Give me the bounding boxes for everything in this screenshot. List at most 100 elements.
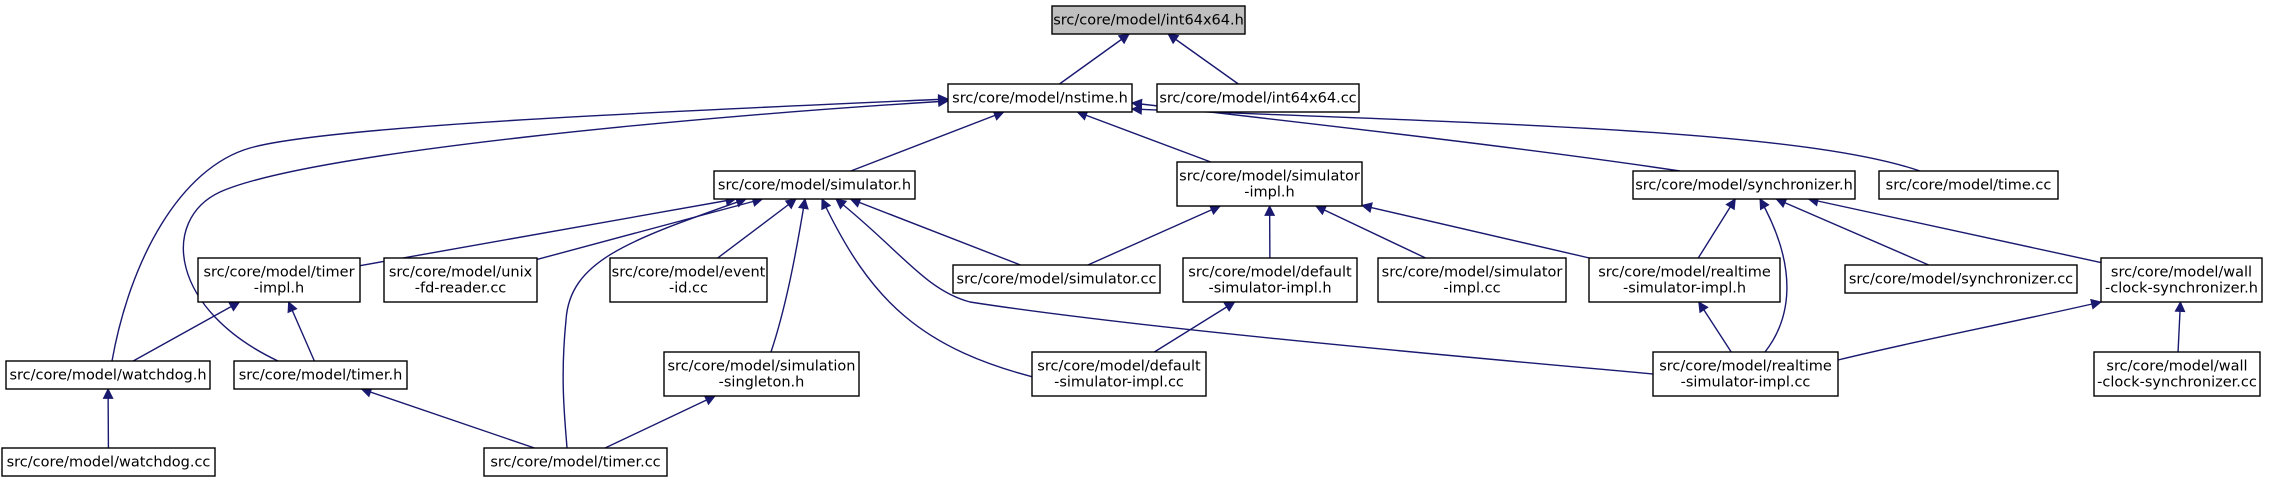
node-box[interactable] <box>609 257 768 303</box>
edge-simulator-impl-h-to-nstime-h <box>1076 110 1212 163</box>
node-realtime-simulator-impl-cc[interactable]: src/core/model/realtime-simulator-impl.c… <box>1652 351 1839 397</box>
edge-simulator-h-to-nstime-h <box>850 110 1005 172</box>
node-default-simulator-impl-cc[interactable]: src/core/model/default-simulator-impl.cc <box>1031 351 1207 397</box>
edge-watchdog-h-to-timer-impl-h <box>132 301 241 362</box>
node-wall-clock-synchronizer-cc[interactable]: src/core/model/wall-clock-synchronizer.c… <box>2093 351 2261 397</box>
edge-simulator-impl-cc-to-simulator-impl-h <box>1314 205 1426 259</box>
node-box[interactable] <box>713 170 916 200</box>
node-box[interactable] <box>1844 264 2078 294</box>
node-nstime-h[interactable]: src/core/model/nstime.h <box>947 83 1133 113</box>
edge-default-simulator-impl-cc-to-default-simulator-impl-h <box>1153 301 1236 353</box>
node-box[interactable] <box>947 83 1133 113</box>
node-realtime-simulator-impl-h[interactable]: src/core/model/realtime-simulator-impl.h <box>1588 257 1781 303</box>
node-label: -singleton.h <box>719 375 805 391</box>
node-box[interactable] <box>2093 351 2261 397</box>
edge-event-id-cc-to-simulator-h <box>717 198 797 259</box>
edges <box>102 33 2186 449</box>
node-box[interactable] <box>1878 170 2059 200</box>
node-box[interactable] <box>1176 161 1363 207</box>
node-box[interactable] <box>663 351 860 397</box>
node-box[interactable] <box>1632 170 1856 200</box>
node-timer-h[interactable]: src/core/model/timer.h <box>233 360 408 390</box>
edge-nstime-h-to-int64x64-h <box>1059 33 1130 85</box>
node-label: -fd-reader.cc <box>415 281 507 297</box>
edge-realtime-simulator-impl-h-to-simulator-impl-h <box>1360 202 1590 259</box>
node-box[interactable] <box>1051 5 1246 35</box>
node-label: -simulator-impl.cc <box>1681 375 1811 391</box>
node-int64x64-cc[interactable]: src/core/model/int64x64.cc <box>1156 83 1360 113</box>
node-label: -id.cc <box>669 281 708 297</box>
edge-unix-fd-reader-cc-to-simulator-h <box>536 196 764 261</box>
node-label: src/core/model/event <box>612 265 766 281</box>
node-box[interactable] <box>2100 257 2263 303</box>
edge-timer-cc-to-simulator-h <box>562 197 748 449</box>
node-simulator-h[interactable]: src/core/model/simulator.h <box>713 170 916 200</box>
node-label: -simulator-impl.cc <box>1054 375 1184 391</box>
node-label: src/core/model/nstime.h <box>952 91 1128 107</box>
node-timer-cc[interactable]: src/core/model/timer.cc <box>483 447 668 477</box>
node-watchdog-cc[interactable]: src/core/model/watchdog.cc <box>1 447 216 477</box>
node-box[interactable] <box>952 264 1161 294</box>
edge-simulator-cc-to-simulator-h <box>849 197 1021 266</box>
node-label: src/core/model/simulator.h <box>718 178 911 194</box>
node-label: -clock-synchronizer.cc <box>2097 375 2257 391</box>
node-label: src/core/model/simulator.cc <box>957 272 1157 288</box>
edge-realtime-simulator-impl-cc-to-simulator-h <box>835 198 1654 375</box>
edge-timer-impl-h-to-simulator-h <box>359 195 737 267</box>
node-event-id-cc[interactable]: src/core/model/event-id.cc <box>609 257 768 303</box>
node-label: src/core/model/timer <box>203 265 354 281</box>
node-label: -clock-synchronizer.h <box>2105 281 2258 297</box>
node-box[interactable] <box>1182 257 1358 303</box>
node-label: src/core/model/simulator <box>1382 265 1563 281</box>
node-box[interactable] <box>383 257 538 303</box>
node-box[interactable] <box>197 257 361 303</box>
edge-simulator-cc-to-simulator-impl-h <box>1087 205 1222 266</box>
node-label: src/core/model/int64x64.cc <box>1159 91 1356 107</box>
node-label: src/core/model/simulation <box>668 359 856 375</box>
edge-time-cc-to-nstime-h <box>1130 103 1921 172</box>
node-label: src/core/model/default <box>1188 265 1352 281</box>
node-timer-impl-h[interactable]: src/core/model/timer-impl.h <box>197 257 361 303</box>
node-label: src/core/model/default <box>1037 359 1201 375</box>
node-synchronizer-cc[interactable]: src/core/model/synchronizer.cc <box>1844 264 2078 294</box>
node-label: -impl.cc <box>1443 281 1500 297</box>
edge-realtime-simulator-impl-cc-to-wall-clock-synchronizer-h <box>1837 298 2103 361</box>
edge-default-simulator-impl-cc-to-simulator-h <box>821 198 1046 381</box>
node-box[interactable] <box>1156 83 1360 113</box>
node-unix-fd-reader-cc[interactable]: src/core/model/unix-fd-reader.cc <box>383 257 538 303</box>
edge-timer-h-to-timer-impl-h <box>287 300 316 362</box>
node-synchronizer-h[interactable]: src/core/model/synchronizer.h <box>1632 170 1856 200</box>
node-label: -impl.h <box>1244 185 1294 201</box>
node-watchdog-h[interactable]: src/core/model/watchdog.h <box>5 360 211 390</box>
node-wall-clock-synchronizer-h[interactable]: src/core/model/wall-clock-synchronizer.h <box>2100 257 2263 303</box>
edge-timer-cc-to-simulation-singleton-h <box>604 395 716 449</box>
edge-realtime-simulator-impl-h-to-synchronizer-h <box>1697 198 1736 259</box>
node-box[interactable] <box>5 360 211 390</box>
node-label: src/core/model/synchronizer.cc <box>1849 272 2073 288</box>
node-box[interactable] <box>483 447 668 477</box>
edge-realtime-simulator-impl-cc-to-realtime-simulator-impl-h <box>1698 301 1732 353</box>
node-label: -simulator-impl.h <box>1208 281 1331 297</box>
node-label: -simulator-impl.h <box>1623 281 1746 297</box>
node-box[interactable] <box>1 447 216 477</box>
node-simulator-impl-h[interactable]: src/core/model/simulator-impl.h <box>1176 161 1363 207</box>
node-default-simulator-impl-h[interactable]: src/core/model/default-simulator-impl.h <box>1182 257 1358 303</box>
edge-int64x64-cc-to-int64x64-h <box>1167 33 1239 85</box>
nodes: src/core/model/int64x64.h src/core/model/… <box>1 5 2263 477</box>
node-simulator-impl-cc[interactable]: src/core/model/simulator-impl.cc <box>1377 257 1567 303</box>
node-label: src/core/model/timer.cc <box>490 455 660 471</box>
node-label: src/core/model/unix <box>389 265 533 281</box>
node-label: src/core/model/timer.h <box>239 368 403 384</box>
node-box[interactable] <box>1652 351 1839 397</box>
edge-wall-clock-synchronizer-h-to-synchronizer-h <box>1807 195 2102 264</box>
node-box[interactable] <box>1377 257 1567 303</box>
node-int64x64-h[interactable]: src/core/model/int64x64.h <box>1051 5 1246 35</box>
node-simulation-singleton-h[interactable]: src/core/model/simulation-singleton.h <box>663 351 860 397</box>
node-box[interactable] <box>1588 257 1781 303</box>
node-box[interactable] <box>1031 351 1207 397</box>
node-time-cc[interactable]: src/core/model/time.cc <box>1878 170 2059 200</box>
node-label: src/core/model/wall <box>2111 265 2252 281</box>
node-simulator-cc[interactable]: src/core/model/simulator.cc <box>952 264 1161 294</box>
node-box[interactable] <box>233 360 408 390</box>
